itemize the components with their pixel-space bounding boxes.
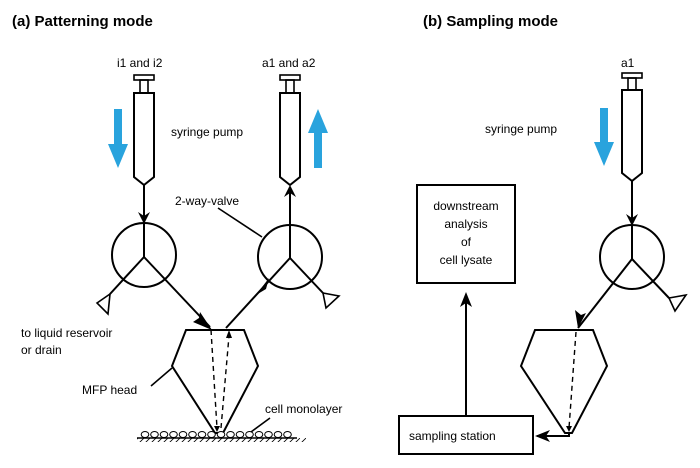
cell — [197, 431, 207, 438]
valve-b — [577, 224, 688, 329]
cell — [273, 431, 283, 438]
cell — [188, 431, 197, 438]
cell — [245, 431, 254, 438]
cell — [169, 431, 178, 438]
cell — [207, 431, 216, 438]
cell-monolayer — [140, 431, 292, 438]
arrowhead-down-icon — [626, 214, 638, 226]
syringe-pump-label-b: syringe pump — [485, 122, 557, 136]
cell — [178, 431, 188, 438]
mfp-head-leader — [150, 367, 173, 387]
cell — [216, 431, 226, 438]
drain-outlet-icon — [667, 293, 688, 313]
syringe-b-plunger-rod — [627, 77, 637, 91]
mfp-head — [170, 329, 260, 434]
flow-arrow-down-icon — [594, 108, 614, 166]
mfp-head-b — [519, 329, 609, 434]
cell — [283, 431, 292, 438]
sampling-station-box — [398, 415, 534, 455]
syringe-pump-label: syringe pump — [171, 125, 243, 139]
syringe-left-label: i1 and i2 — [117, 56, 163, 70]
cell-monolayer-label: cell monolayer — [265, 402, 342, 416]
tube-head-to-station — [537, 433, 570, 437]
arrowhead-up-icon — [460, 292, 472, 307]
syringe-left-barrel — [133, 92, 155, 187]
arrowhead-small-icon — [226, 330, 232, 338]
syringe-b-label: a1 — [621, 56, 635, 70]
cell — [150, 431, 159, 438]
arrowhead-into-head-icon — [193, 312, 212, 330]
arrowhead-small-icon — [214, 426, 220, 432]
substrate-hatch — [137, 438, 307, 442]
syringe-left: i1 and i2 — [117, 56, 163, 187]
injection-channel — [210, 329, 218, 429]
analysis-line-4: cell lysate — [440, 253, 493, 267]
panel-b-title: (b) Sampling mode — [423, 13, 558, 30]
aspiration-channel-b — [568, 331, 577, 429]
syringe-right-label: a1 and a2 — [262, 56, 316, 70]
aspiration-channel — [220, 335, 230, 429]
flow-arrow-up-icon — [308, 109, 328, 168]
arrowhead-to-valve-icon — [256, 278, 269, 295]
valve-label-leader — [217, 207, 263, 238]
sampling-station-label: sampling station — [409, 429, 496, 443]
valve-right — [225, 222, 341, 329]
syringe-b-barrel — [621, 89, 643, 183]
cell-monolayer-leader — [250, 417, 271, 433]
syringe-right: a1 and a2 — [262, 56, 316, 187]
analysis-line-3: of — [461, 235, 472, 249]
syringe-left-plunger-rod — [139, 79, 149, 94]
cell — [235, 431, 245, 438]
analysis-line-2: analysis — [444, 217, 487, 231]
syringe-right-plunger-rod — [285, 79, 295, 94]
valve-left — [95, 222, 211, 328]
drain-outlet-icon — [95, 292, 111, 316]
arrowhead-left-icon — [535, 430, 550, 442]
cell — [226, 431, 235, 438]
panel-a-title: (a) Patterning mode — [12, 13, 153, 30]
reservoir-label-line1: to liquid reservoir — [21, 326, 112, 340]
cell — [264, 431, 273, 438]
mfp-head-label: MFP head — [82, 383, 137, 397]
syringe-right-barrel — [279, 92, 301, 187]
cell — [159, 431, 169, 438]
arrowhead-into-head-icon — [575, 310, 586, 328]
reservoir-label-line2: or drain — [21, 343, 62, 357]
arrowhead-up-icon — [284, 185, 296, 197]
cell — [254, 431, 264, 438]
arrowhead-small-icon — [566, 426, 572, 432]
panel-b: (b) Sampling mode a1 syringe pump downst… — [398, 13, 688, 455]
arrowhead-down-icon — [138, 212, 150, 224]
analysis-line-1: downstream — [433, 199, 498, 213]
drain-outlet-icon — [321, 291, 341, 310]
cell — [140, 431, 150, 438]
flow-arrow-down-icon — [108, 109, 128, 168]
downstream-analysis-box — [416, 184, 516, 284]
valve-label: 2-way-valve — [175, 194, 239, 208]
syringe-b: a1 — [621, 56, 643, 183]
panel-a: (a) Patterning mode i1 and i2 syringe pu… — [12, 13, 342, 442]
